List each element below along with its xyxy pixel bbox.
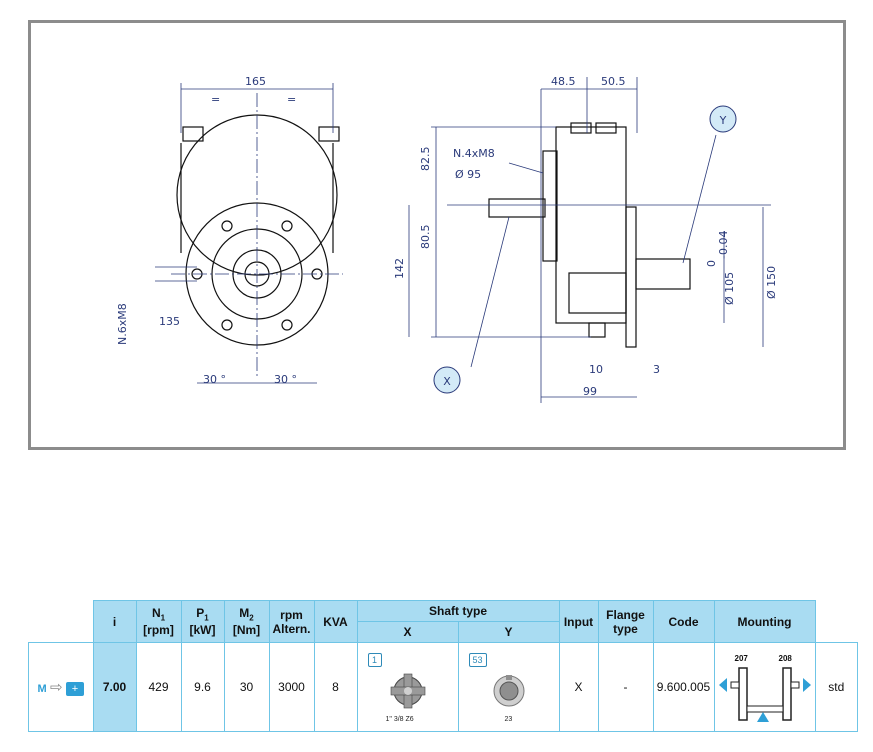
- header-kva: KVA: [313, 600, 358, 643]
- input-value: X: [558, 642, 599, 732]
- arrow-outline-icon: ⇨: [50, 679, 63, 696]
- dimension-labels: 165 = = 135 N.6xM8 30 ° 30 ° 48.5 50.5 N…: [116, 75, 778, 398]
- plus-arrow-icon: +: [65, 682, 84, 696]
- svg-text:80.5: 80.5: [419, 225, 432, 250]
- table-row: M ⇨ + 7.00 429 9.6 30 3000 8 1 1" 3/8 Z6…: [28, 642, 858, 732]
- gearbox-body: [555, 126, 627, 324]
- svg-text:-0.04: -0.04: [717, 231, 730, 259]
- header-p1: P1[kW]: [180, 600, 225, 643]
- gearbox-drawing: X Y 165 = = 135 N.6xM8 30 ° 30 ° 48.5 50…: [116, 75, 778, 403]
- header-shaft-x: X: [356, 621, 459, 643]
- motor-cell[interactable]: M ⇨ +: [28, 642, 94, 732]
- svg-text:50.5: 50.5: [601, 75, 626, 88]
- svg-text:Ø 150: Ø 150: [765, 266, 778, 299]
- header-i: i: [92, 600, 137, 643]
- p1-value: 9.6: [180, 642, 225, 732]
- blank-cell: [28, 600, 93, 643]
- output-shaft: [635, 258, 691, 290]
- technical-drawing: X Y 165 = = 135 N.6xM8 30 ° 30 ° 48.5 50…: [28, 20, 846, 450]
- header-m2: M2[Nm]: [223, 600, 270, 643]
- svg-text:=: =: [211, 93, 220, 106]
- svg-text:142: 142: [393, 258, 406, 279]
- svg-text:82.5: 82.5: [419, 147, 432, 172]
- blank-cell: [815, 600, 858, 643]
- svg-text:165: 165: [245, 75, 266, 88]
- svg-text:X: X: [443, 375, 451, 388]
- shaft-y-cell: 53 23: [457, 642, 560, 732]
- svg-text:135: 135: [159, 315, 180, 328]
- rpm-value: 3000: [268, 642, 315, 732]
- svg-text:=: =: [287, 93, 296, 106]
- header-n1: N1[rpm]: [135, 600, 182, 643]
- flange-value: -: [597, 642, 654, 732]
- svg-text:30 °: 30 °: [274, 373, 297, 386]
- svg-text:30 °: 30 °: [203, 373, 226, 386]
- svg-text:Ø 95: Ø 95: [455, 168, 481, 181]
- shaft-y-tag: 53: [468, 653, 487, 667]
- callout-x: X: [433, 366, 461, 394]
- shaft-y-caption: 23: [504, 716, 513, 723]
- svg-text:0: 0: [705, 260, 718, 267]
- shaft-x-cell: 1 1" 3/8 Z6: [356, 642, 459, 732]
- kva-value: 8: [313, 642, 358, 732]
- svg-text:99: 99: [583, 385, 597, 398]
- header-input: Input: [558, 600, 599, 643]
- splined-shaft-icon: [390, 673, 425, 709]
- code-value: 9.600.005: [652, 642, 715, 732]
- header-mounting: Mounting: [713, 600, 816, 643]
- m2-value: 30: [223, 642, 270, 732]
- ratio-value: 7.00: [92, 642, 137, 732]
- svg-text:Ø 105: Ø 105: [723, 272, 736, 305]
- motor-label: M: [37, 683, 47, 695]
- svg-text:3: 3: [653, 363, 660, 376]
- svg-text:N.4xM8: N.4xM8: [453, 147, 495, 160]
- svg-text:10: 10: [589, 363, 603, 376]
- header-flange-type: Flange type: [597, 600, 654, 643]
- input-shaft: [488, 198, 546, 218]
- mounting-diagram-icon: [718, 667, 811, 722]
- std-value: std: [814, 642, 858, 732]
- mounting-cell: 207 208: [713, 642, 816, 732]
- mounting-a-label: 207: [734, 654, 748, 663]
- shaft-x-tag: 1: [367, 653, 382, 667]
- svg-text:Y: Y: [719, 114, 727, 127]
- n1-value: 429: [135, 642, 182, 732]
- header-shaft-y: Y: [457, 621, 560, 643]
- shaft-x-caption: 1" 3/8 Z6: [385, 716, 414, 723]
- keyed-shaft-icon: [493, 675, 524, 707]
- header-shaft-type: Shaft type: [356, 600, 560, 622]
- callout-y: Y: [709, 105, 737, 133]
- mounting-b-label: 208: [778, 654, 792, 663]
- svg-text:N.6xM8: N.6xM8: [116, 303, 129, 345]
- svg-text:48.5: 48.5: [551, 75, 576, 88]
- header-code: Code: [652, 600, 715, 643]
